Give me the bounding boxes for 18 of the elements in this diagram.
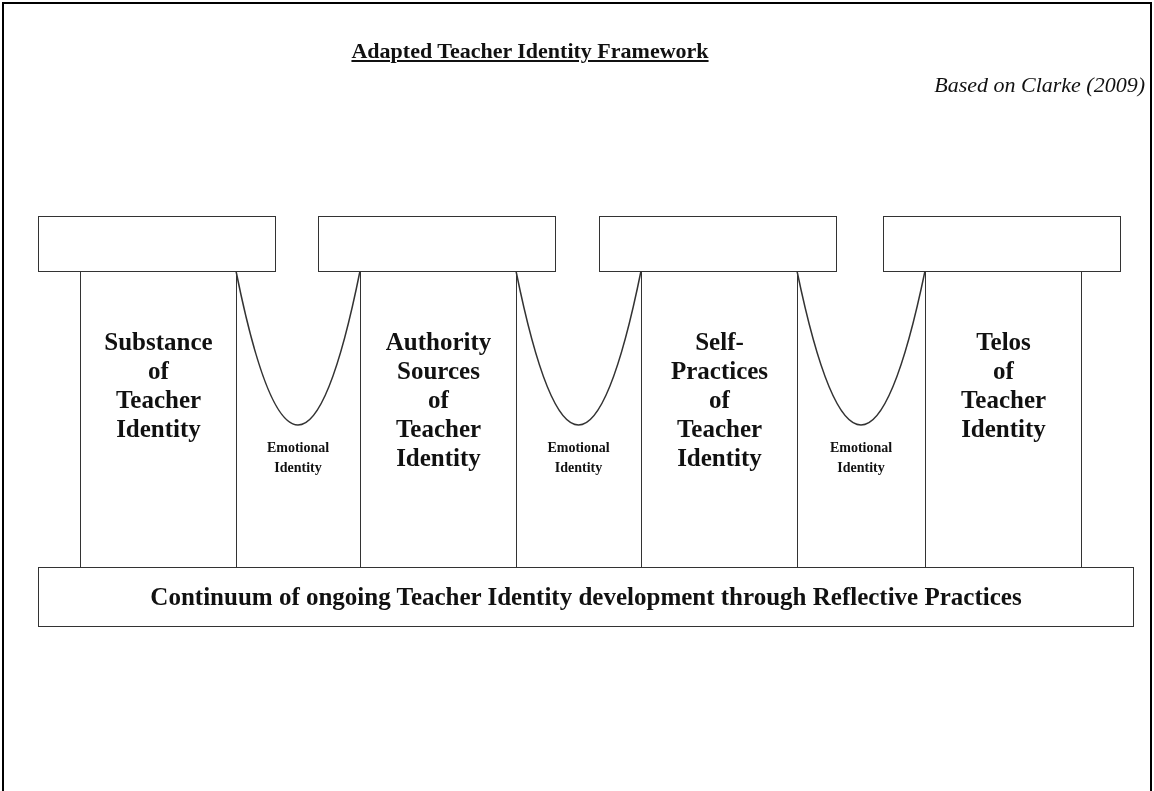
pillar-text: Telos of Teacher Identity	[959, 327, 1048, 443]
base-bar	[38, 567, 1134, 627]
pillar-text: Substance of Teacher Identity	[103, 327, 214, 443]
pillar-text: Authority Sources of Teacher Identity	[384, 327, 493, 472]
label: Emotional Identity	[828, 439, 894, 477]
u-curve	[796, 270, 926, 426]
pillar-text: Self- Practices of Teacher Identity	[669, 327, 770, 472]
source-note: Based on Clarke (2009)	[934, 72, 1145, 97]
label: Emotional Identity	[546, 439, 611, 477]
u-curve	[235, 270, 361, 426]
pillar-capital	[599, 216, 837, 272]
base-text: Continuum of ongoing Teacher Identity development through Reflective Practices	[150, 583, 1022, 611]
pillar-capital	[883, 216, 1121, 272]
label: Emotional Identity	[265, 439, 331, 477]
pillar-capital	[38, 216, 276, 272]
title: Adapted Teacher Identity Framework	[351, 38, 709, 63]
u-curve	[515, 270, 642, 426]
pillar-capital	[318, 216, 556, 272]
